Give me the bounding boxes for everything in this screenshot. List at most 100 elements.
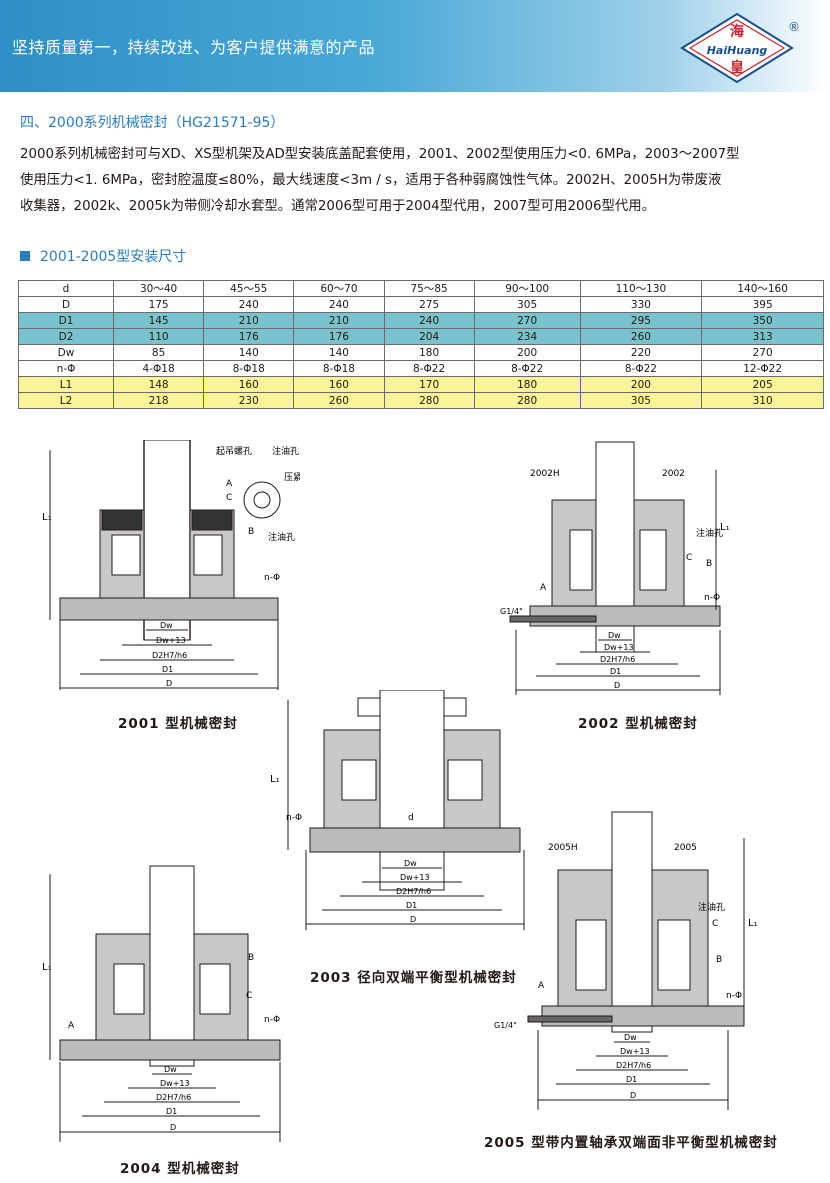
label-Dw13: Dw+13 [160,1079,190,1088]
table-cell: 200 [473,344,581,361]
label-D2: D2H7/h6 [156,1093,191,1102]
table-cell: 260 [293,392,385,409]
table-cell: 305 [579,392,703,409]
table-cell: 140 [203,344,295,361]
label-n-phi: n-Φ [726,991,742,1001]
table-cell: 180 [473,376,581,393]
table-cell: 350 [701,312,824,329]
label-2005H: 2005H [548,843,578,853]
table-title: 2001-2005型安装尺寸 [20,246,186,266]
intro-line: 收集器，2002k、2005k为带侧冷却水套型。通常2006型可用于2004型代… [20,199,656,214]
table-cell: 270 [473,312,581,329]
table-cell: 280 [473,392,581,409]
label-D1: D1 [162,665,173,674]
label-n-phi: n-Φ [264,1015,280,1025]
row-label: L1 [18,376,114,393]
label-D: D [170,1123,176,1132]
section-title: 四、2000系列机械密封（HG21571-95） [20,115,285,131]
label-A: A [68,1021,75,1031]
label-D2: D2H7/h6 [616,1061,651,1070]
table-cell: 8-Φ18 [203,360,295,377]
table-cell: 110 [112,328,205,345]
label-Dw13: Dw+13 [604,643,634,652]
table-cell: 175 [112,296,205,313]
table-cell: 218 [112,392,205,409]
table-cell: 330 [579,296,703,313]
label-oil-hole: 注油孔 [696,527,723,539]
figure-2001-drawing: 起吊螺孔 注油孔 压紧螺孔 注油孔 A B C n-Φ L₁ Dw Dw+13 … [42,440,300,690]
label-L1: L₁ [42,512,52,523]
haihuang-logo: 海 HaiHuang 皇 [680,12,794,84]
label-C: C [686,553,692,563]
row-label: n-Φ [18,360,114,377]
label-L1: L₁ [42,962,52,973]
table-cell: 313 [701,328,824,345]
table-cell: 45～55 [203,280,295,297]
table-cell: 8-Φ18 [293,360,385,377]
label-Dw: Dw [608,631,621,640]
label-G: G1/4" [494,1021,517,1030]
label-Dw: Dw [164,1065,177,1074]
label-hoist-hole: 起吊螺孔 [216,446,252,457]
label-Dw: Dw [160,621,173,630]
table-cell: 110～130 [579,280,703,297]
table-cell: 240 [383,312,475,329]
table-cell: 30～40 [112,280,205,297]
label-D2: D2H7/h6 [152,651,187,660]
table-cell: 160 [203,376,295,393]
table-cell: 145 [112,312,205,329]
table-cell: 204 [383,328,475,345]
table-cell: 210 [203,312,295,329]
label-D: D [614,681,620,690]
label-2005: 2005 [674,843,697,853]
table-cell: 12-Φ22 [701,360,824,377]
table-cell: 85 [112,344,205,361]
label-G: G1/4" [500,607,523,616]
figure-2004-caption: 2004 型机械密封 [120,1161,240,1177]
table-cell: 240 [203,296,295,313]
table-cell: 200 [579,376,703,393]
logo-top-char: 海 [730,23,744,40]
table-cell: 140～160 [701,280,824,297]
label-L1: L₁ [270,774,280,785]
label-A: A [226,479,233,489]
label-D2: D2H7/h6 [600,655,635,664]
row-label: D2 [18,328,114,345]
logo-brand-text: HaiHuang [707,44,768,57]
table-cell: 176 [293,328,385,345]
label-Dw: Dw [404,859,417,868]
table-cell: 295 [579,312,703,329]
company-slogan: 坚持质量第一，持续改进、为客户提供满意的产品 [12,38,376,57]
label-B: B [248,527,254,537]
label-2002: 2002 [662,469,685,479]
table-cell: 4-Φ18 [112,360,205,377]
figure-2003-caption: 2003 径向双端平衡型机械密封 [310,970,517,986]
label-D: D [630,1091,636,1100]
label-Dw13: Dw+13 [620,1047,650,1056]
table-cell: 205 [701,376,824,393]
table-cell: 240 [293,296,385,313]
figure-2004-drawing: L₁ A B C n-Φ Dw Dw+13 D2H7/h6 D1 D [42,865,281,1142]
label-oil-hole: 注油孔 [272,445,299,457]
table-cell: 176 [203,328,295,345]
label-oil-hole: 注油孔 [698,901,725,913]
label-A: A [538,981,545,991]
label-n-phi: n-Φ [704,593,720,603]
logo-bottom-char: 皇 [730,59,744,76]
table-cell: 8-Φ22 [579,360,703,377]
intro-line: 2000系列机械密封可与XD、XS型机架及AD型安装底盖配套使用，2001、20… [20,147,740,162]
label-oil-hole-2: 注油孔 [268,531,295,543]
label-L1: L₁ [748,918,758,929]
label-D1: D1 [626,1075,637,1084]
label-L1: L₁ [720,522,730,533]
table-cell: 60～70 [293,280,385,297]
table-cell: 395 [701,296,824,313]
label-n-phi: n-Φ [264,573,280,583]
label-B: B [716,955,722,965]
table-cell: 210 [293,312,385,329]
